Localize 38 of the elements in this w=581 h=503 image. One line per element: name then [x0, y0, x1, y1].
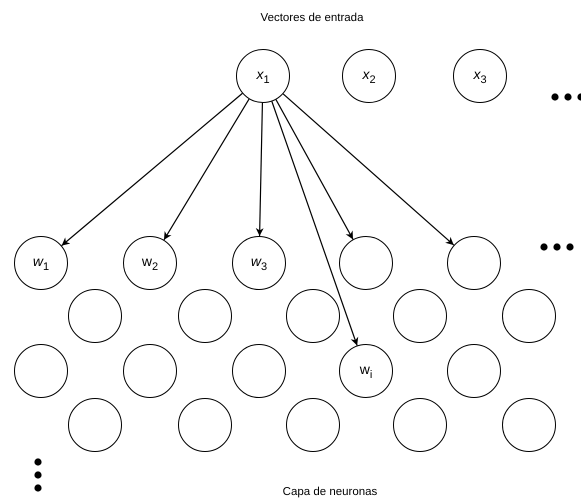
neuron-circle — [286, 398, 340, 452]
neuron-circle — [178, 289, 232, 343]
neuron-circle — [502, 398, 556, 452]
neuron-circle — [447, 344, 501, 398]
neuron-circle — [123, 236, 177, 290]
neuron-circle — [339, 236, 393, 290]
neuron-circle — [232, 344, 286, 398]
neuron-circle — [14, 236, 68, 290]
neuron-label: x$_{1}$ — [256, 66, 270, 86]
neuron-circle — [236, 49, 290, 103]
arrow — [271, 101, 358, 346]
neuron-circle — [286, 289, 340, 343]
neuron-label: w$_{i}$ — [360, 362, 372, 380]
arrow — [282, 93, 454, 246]
caption-text: Capa de neuronas — [282, 486, 378, 498]
arrow — [61, 92, 243, 246]
neuron-circle — [123, 344, 177, 398]
arrow — [163, 98, 250, 240]
neuron-circle — [14, 344, 68, 398]
neuron-circle — [68, 398, 122, 452]
neuron-circle — [502, 289, 556, 343]
neuron-label: w$_{3}$ — [250, 254, 268, 272]
neuron-circle — [453, 49, 507, 103]
neuron-label: x$_{2}$ — [362, 66, 376, 86]
caption-text: Vectores de entrada — [260, 12, 364, 24]
neuron-label: x$_{3}$ — [473, 66, 487, 86]
neuron-circle — [342, 49, 396, 103]
neuron-circle — [68, 289, 122, 343]
arrow — [276, 99, 354, 240]
arrow — [256, 102, 264, 236]
neuron-circle — [339, 344, 393, 398]
neuron-circle — [232, 236, 286, 290]
neuron-circle — [393, 289, 447, 343]
neuron-circle — [393, 398, 447, 452]
neuron-label: w$_{1}$ — [32, 254, 50, 272]
neuron-label: w$_{2}$ — [142, 254, 158, 272]
neuron-circle — [178, 398, 232, 452]
neuron-circle — [447, 236, 501, 290]
